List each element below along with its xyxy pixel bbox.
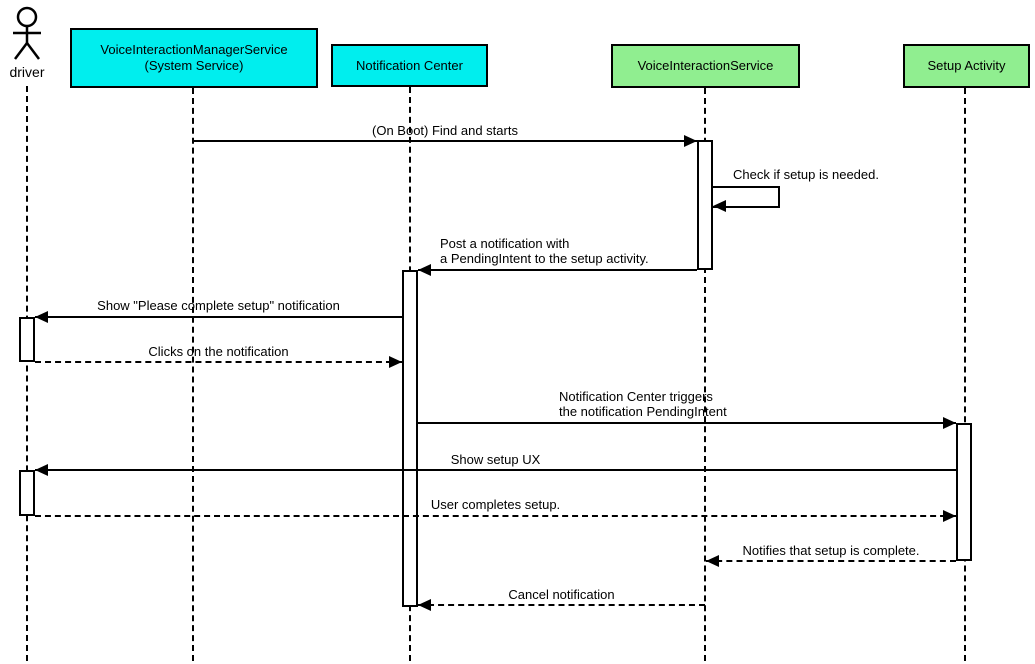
lifeline-voice-interaction-manager-service bbox=[192, 88, 194, 661]
message-line-trigger-pendingintent bbox=[418, 422, 956, 424]
message-label: Check if setup is needed. bbox=[733, 167, 879, 182]
message-arrowhead bbox=[943, 510, 956, 522]
message-label: Show "Please complete setup" notificatio… bbox=[97, 298, 340, 313]
participant-box-setup-activity: Setup Activity bbox=[903, 44, 1030, 88]
actor-figure-icon bbox=[13, 6, 41, 60]
message-line-post-notification bbox=[418, 269, 697, 271]
actor-label-driver: driver bbox=[9, 64, 45, 80]
activation-bar-driver-1 bbox=[19, 317, 35, 362]
message-line-show-setup-ux bbox=[35, 469, 956, 471]
message-label: Cancel notification bbox=[508, 587, 615, 602]
message-label: Notification Center triggers the notific… bbox=[559, 389, 727, 419]
participant-box-notification-center: Notification Center bbox=[331, 44, 488, 87]
message-line-show-setup-notification bbox=[35, 316, 402, 318]
message-arrowhead bbox=[35, 464, 48, 476]
message-arrowhead bbox=[389, 356, 402, 368]
message-arrowhead bbox=[706, 555, 719, 567]
message-arrowhead bbox=[418, 599, 431, 611]
message-label: Show setup UX bbox=[450, 452, 541, 467]
lifeline-voice-interaction-service bbox=[704, 88, 706, 661]
message-label: Notifies that setup is complete. bbox=[742, 543, 920, 558]
activation-bar-setup-activity bbox=[956, 423, 972, 561]
message-label: Clicks on the notification bbox=[148, 344, 289, 359]
message-arrowhead bbox=[684, 135, 697, 147]
message-line-on-boot-find-and-starts bbox=[193, 140, 697, 142]
message-label: User completes setup. bbox=[430, 497, 561, 512]
message-arrowhead bbox=[943, 417, 956, 429]
message-line-user-completes-setup bbox=[35, 515, 956, 517]
lifeline-setup-activity bbox=[964, 88, 966, 661]
message-line-cancel-notification bbox=[418, 604, 705, 606]
activation-bar-notification-center bbox=[402, 270, 418, 607]
message-arrowhead bbox=[35, 311, 48, 323]
activation-bar-driver-2 bbox=[19, 470, 35, 516]
message-label: Post a notification with a PendingIntent… bbox=[440, 236, 649, 266]
message-arrowhead bbox=[418, 264, 431, 276]
lifeline-driver bbox=[26, 86, 28, 661]
message-line-clicks-notification bbox=[35, 361, 402, 363]
participant-box-voice-interaction-service: VoiceInteractionService bbox=[611, 44, 800, 88]
message-line-notifies-setup-complete bbox=[706, 560, 956, 562]
activation-bar-voice-interaction-service bbox=[697, 140, 713, 270]
participant-box-voice-interaction-manager-service: VoiceInteractionManagerService (System S… bbox=[70, 28, 318, 88]
message-arrowhead bbox=[713, 200, 726, 212]
message-self-loop-check-setup bbox=[713, 186, 780, 208]
message-label: (On Boot) Find and starts bbox=[372, 123, 518, 138]
